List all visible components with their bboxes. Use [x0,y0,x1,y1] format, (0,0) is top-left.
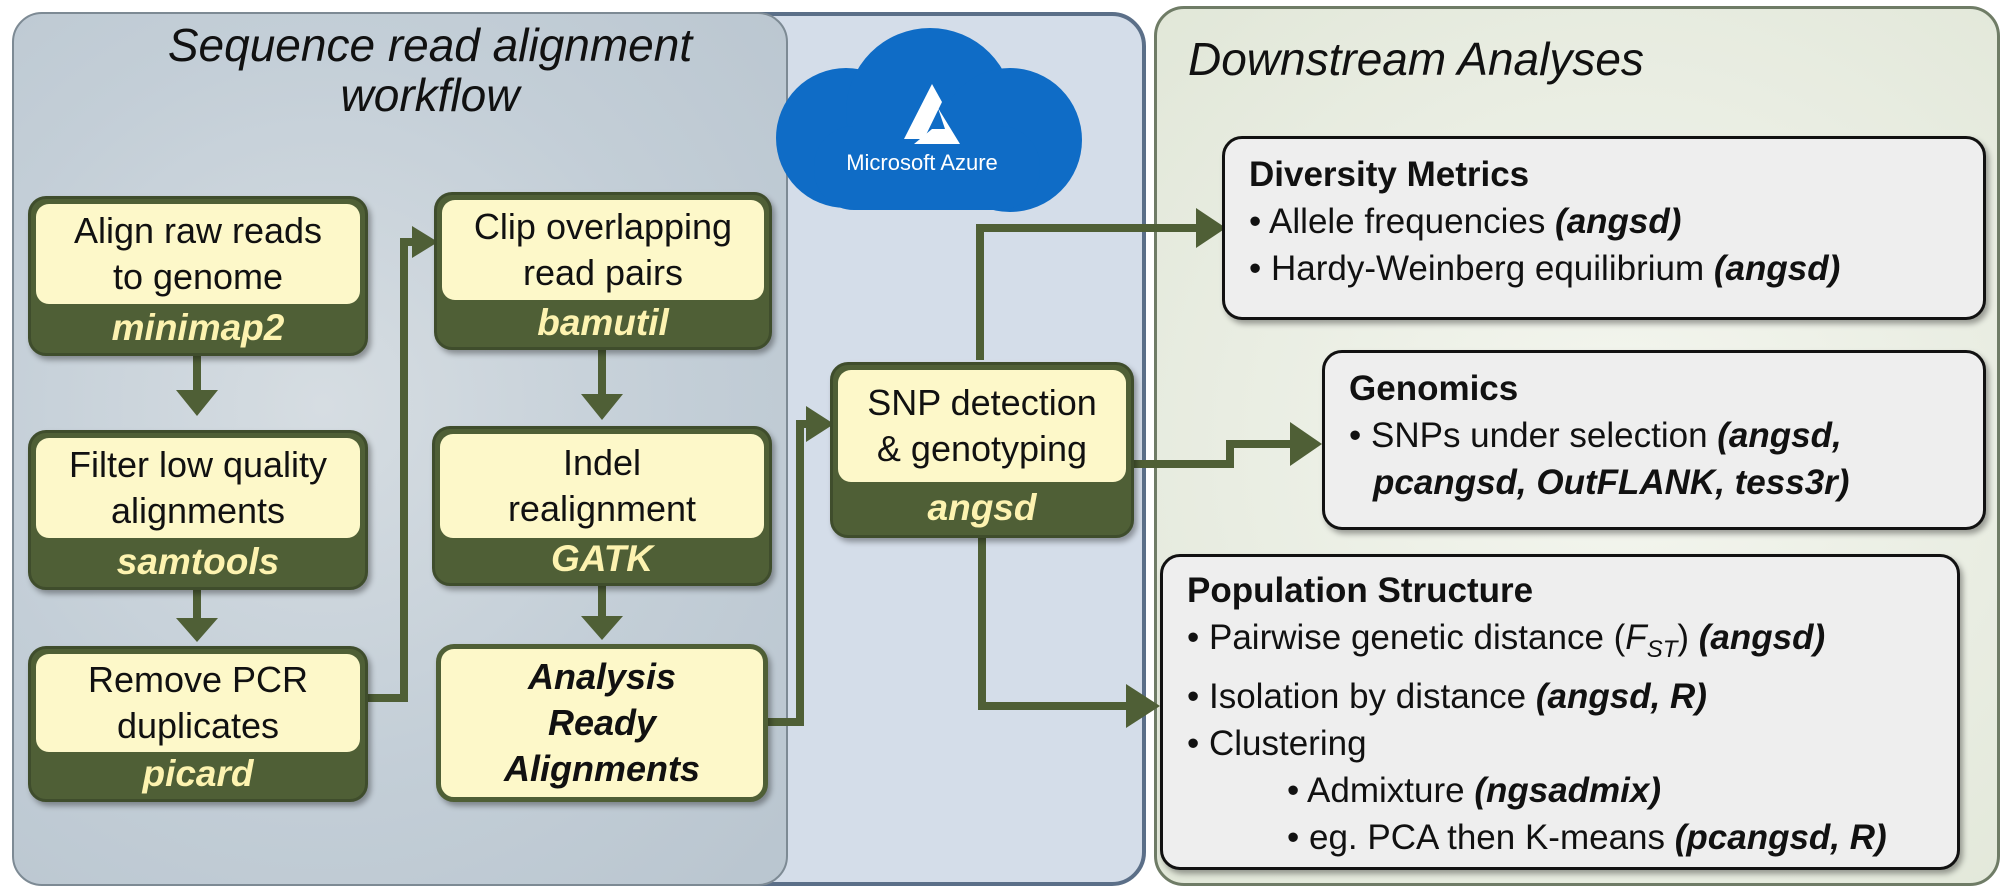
diversity-item-tool: (angsd) [1555,202,1682,241]
downstream-title: Downstream Analyses [1188,33,1644,85]
fst-subscript: ST [1646,636,1678,663]
pca-kmeans-item: • eg. PCA then K-means (pcangsd, R) [1187,814,1933,861]
diversity-item-text: • Hardy-Weinberg equilibrium [1249,249,1714,288]
ibd-item-text: • Isolation by distance [1187,677,1536,716]
snp-detection-step: SNP detection & genotyping angsd [830,362,1134,538]
align-step-tool: minimap2 [111,307,285,348]
indel-step-label-line1: Indel [562,442,642,483]
diversity-metrics-box: Diversity Metrics • Allele frequencies (… [1222,136,1986,320]
clip-step-label-line1: Clip overlapping [473,206,733,247]
fst-item: • Pairwise genetic distance (FST) (angsd… [1187,614,1933,673]
diversity-item: • Hardy-Weinberg equilibrium (angsd) [1249,245,1959,292]
cloud-icon [776,28,1082,212]
genomics-item-tools-continued: pcangsd, OutFLANK, tess3r) [1373,463,1850,502]
indel-step-label-line2: realignment [507,488,697,529]
analysis-ready-alignments-step: Analysis Ready Alignments [436,644,768,802]
remove-step-label-line2: duplicates [116,705,280,746]
indel-realignment-step: Indel realignment GATK [432,426,772,586]
diversity-item-text: • Allele frequencies [1249,202,1556,241]
admixture-item: • Admixture (ngsadmix) [1187,767,1933,814]
admixture-item-tool: (ngsadmix) [1474,771,1662,810]
remove-step-label-line1: Remove PCR [87,659,309,700]
filter-alignments-step: Filter low quality alignments samtools [28,430,368,590]
filter-step-label-line1: Filter low quality [68,444,328,485]
align-step-label-line2: to genome [112,256,284,297]
fst-item-text: • Pairwise genetic distance ( [1187,618,1626,657]
population-heading: Population Structure [1187,571,1534,610]
fst-symbol: F [1625,618,1647,657]
clip-step-tool: bamutil [537,302,669,343]
diversity-item-tool: (angsd) [1713,249,1841,288]
workflow-title-line1: Sequence read alignment [167,19,693,71]
azure-a-icon [904,84,960,144]
ready-step-label-line3: Alignments [503,748,700,789]
admixture-item-text: • Admixture [1287,771,1475,810]
clip-read-pairs-step: Clip overlapping read pairs bamutil [434,192,772,350]
align-step-label-line1: Align raw reads [73,210,323,251]
remove-duplicates-step: Remove PCR duplicates picard [28,646,368,802]
diversity-heading: Diversity Metrics [1249,155,1530,194]
snp-step-label-line1: SNP detection [867,382,1097,423]
clustering-item: • Clustering [1187,724,1367,763]
workflow-title: Sequence read alignment workflow [60,20,800,120]
ibd-item: • Isolation by distance (angsd, R) [1187,673,1933,720]
ready-step-label-line2: Ready [547,702,657,743]
azure-logo: Microsoft Azure [754,26,1090,212]
azure-label: Microsoft Azure [846,150,998,175]
ready-step-label-line1: Analysis [527,656,677,697]
genomics-item: • SNPs under selection (angsd, [1349,412,1959,459]
diversity-item: • Allele frequencies (angsd) [1249,198,1959,245]
genomics-box: Genomics • SNPs under selection (angsd, … [1322,350,1986,530]
fst-item-close: ) [1677,618,1699,657]
snp-step-tool: angsd [927,487,1037,528]
filter-step-tool: samtools [116,541,280,582]
genomics-heading: Genomics [1349,369,1519,408]
clip-step-label-line2: read pairs [522,252,684,293]
snp-step-label-line2: & genotyping [876,428,1088,469]
align-raw-reads-step: Align raw reads to genome minimap2 [28,196,368,356]
filter-step-label-line2: alignments [110,490,286,531]
remove-step-tool: picard [142,753,254,794]
indel-step-tool: GATK [550,538,654,579]
ibd-item-tool: (angsd, R) [1535,677,1707,716]
pca-item-tool: (pcangsd, R) [1674,818,1887,857]
genomics-item-text: • SNPs under selection [1349,416,1718,455]
workflow-title-line2: workflow [340,69,520,121]
population-structure-box: Population Structure • Pairwise genetic … [1160,554,1960,870]
fst-item-tool: (angsd) [1698,618,1826,657]
pca-item-text: • eg. PCA then K-means [1287,818,1675,857]
genomics-item-tool: (angsd, [1717,416,1842,455]
